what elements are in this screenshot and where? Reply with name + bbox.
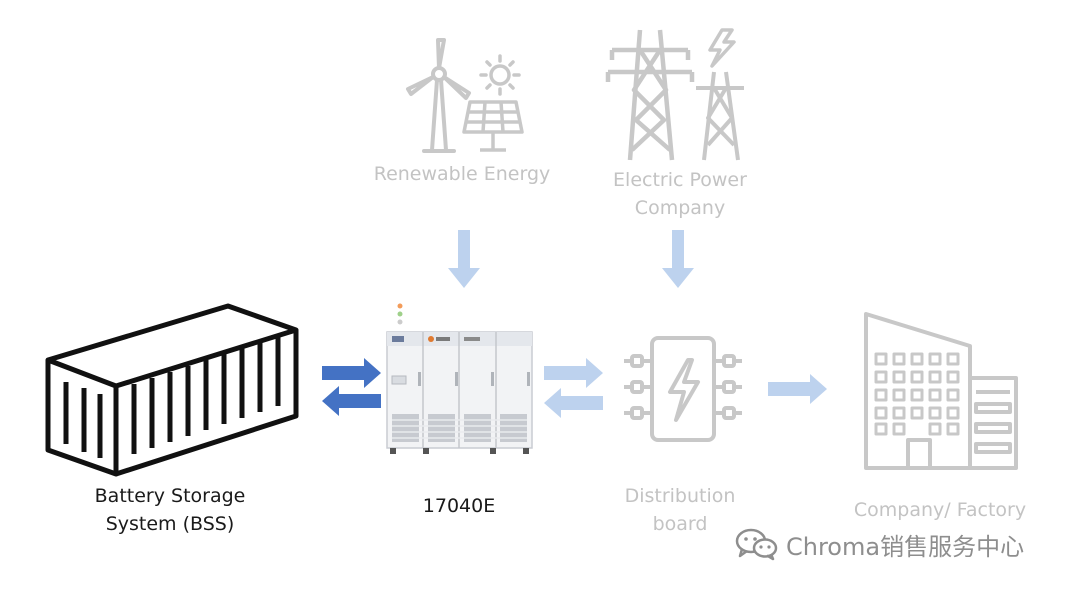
battery-storage-system-line-1: Battery Storage: [94, 485, 246, 507]
electric-power-company-line-1: Electric Power: [613, 169, 747, 191]
arrow-renewable-to-device: [448, 230, 480, 288]
battery-storage-system-line-2: System (BSS): [105, 513, 235, 535]
distribution-board-icon: [624, 336, 742, 442]
solar-panel-icon: [462, 100, 524, 152]
company-factory-text: Company/ Factory: [853, 499, 1027, 521]
distribution-board-line-1: Distribution: [624, 485, 736, 507]
arrow-distribution-to-device: [544, 388, 603, 418]
transmission-tower-icon: [696, 71, 744, 161]
power-cabinet-icon: [386, 303, 533, 454]
arrow-bss-to-device: [322, 358, 381, 388]
arrow-device-to-bss: [322, 386, 381, 416]
watermark-text: Chroma销售服务中心: [786, 532, 1025, 561]
device-model-label: 17040E: [384, 492, 534, 520]
arrow-device-to-distribution: [544, 358, 603, 388]
watermark: Chroma销售服务中心: [734, 524, 1024, 564]
wind-turbine-icon: [406, 38, 471, 153]
electric-power-company-label: Electric Power Company: [580, 166, 780, 222]
factory-building-icon: [864, 312, 1018, 470]
electric-power-company-line-2: Company: [634, 197, 726, 219]
transmission-tower-icon: [605, 29, 695, 161]
distribution-board-line-2: board: [652, 513, 708, 535]
renewable-energy-label: Renewable Energy: [362, 160, 562, 188]
device-model-text: 17040E: [422, 495, 496, 517]
renewable-energy-text: Renewable Energy: [373, 163, 551, 185]
arrow-grid-to-distribution: [662, 230, 694, 288]
lightning-bolt-icon: [708, 28, 736, 68]
shipping-container-icon: [45, 303, 299, 477]
distribution-board-label: Distribution board: [590, 482, 770, 538]
arrow-distribution-to-factory: [768, 374, 827, 404]
sun-icon: [479, 54, 521, 96]
battery-storage-system-label: Battery Storage System (BSS): [70, 482, 270, 538]
company-factory-label: Company/ Factory: [830, 496, 1050, 524]
wechat-icon: [735, 528, 778, 561]
